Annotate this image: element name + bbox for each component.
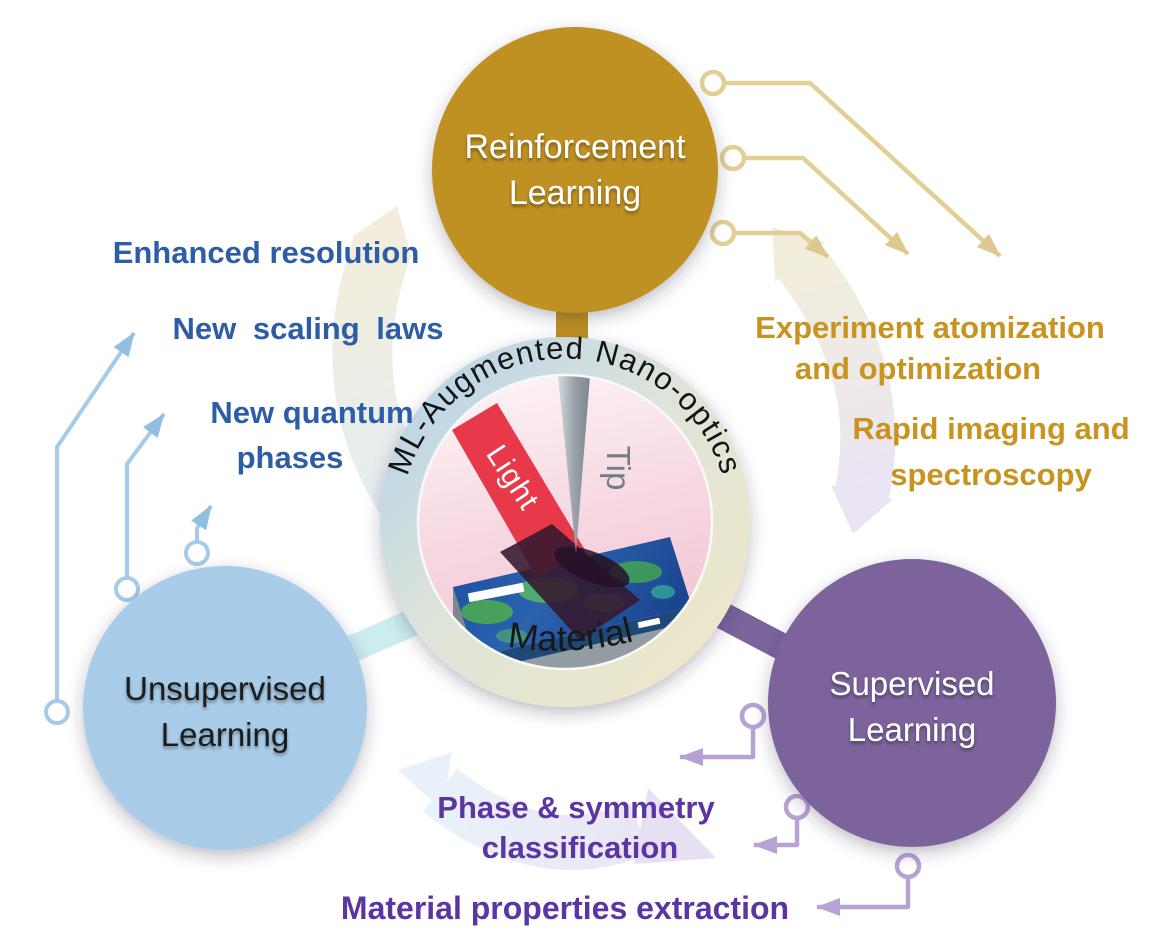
circuit-node-icon bbox=[894, 852, 922, 880]
experiment-label-line2: and optimization bbox=[795, 351, 1041, 386]
gold-circuit-arrow-3 bbox=[735, 230, 830, 259]
nano-optics-scene: Light Tip bbox=[452, 376, 692, 668]
circuit-node-icon bbox=[44, 699, 70, 725]
purple-circuit-arrow-3 bbox=[816, 877, 911, 916]
reinforcement-circle bbox=[432, 27, 718, 313]
purple-connector bbox=[709, 600, 799, 664]
reinforcement-learning-node: Reinforcement Learning bbox=[432, 27, 718, 313]
new-quantum-label-line1: New quantum bbox=[210, 395, 413, 430]
afm-tip-cone bbox=[558, 376, 590, 553]
beam-shadow bbox=[500, 524, 640, 640]
supervised-circle bbox=[768, 559, 1056, 847]
blue-circuit-arrow-2 bbox=[125, 412, 166, 578]
reinforcement-outcome-labels: Experiment atomization and optimization … bbox=[755, 310, 1129, 492]
unsupervised-label-line2: Learning bbox=[161, 716, 289, 753]
circuit-node-icon bbox=[114, 576, 140, 602]
hub-ring bbox=[380, 337, 750, 707]
front-face-mark bbox=[637, 617, 661, 629]
new-quantum-label-line2: phases bbox=[237, 440, 344, 475]
swoosh-arrowhead-right-icon bbox=[634, 788, 716, 864]
gold-circuit-arrow-1 bbox=[725, 80, 1002, 258]
gold-circuit-arrow-2 bbox=[745, 155, 910, 256]
blue-circuit-arrow-1 bbox=[55, 331, 136, 701]
supervised-label-line2: Learning bbox=[848, 711, 976, 748]
gold-circuit-arrows bbox=[699, 69, 1002, 259]
unsupervised-label-line1: Unsupervised bbox=[124, 670, 326, 707]
blue-circuit-arrows bbox=[44, 331, 213, 725]
central-hub: Light Tip ML-Augmented Nano-optics Mater… bbox=[380, 330, 750, 707]
circuit-node-icon bbox=[184, 540, 210, 566]
rapid-imaging-label-line2: spectroscopy bbox=[890, 457, 1092, 492]
unsupervised-learning-node: Unsupervised Learning bbox=[83, 566, 367, 850]
supervised-label-line1: Supervised bbox=[829, 665, 994, 702]
circuit-node-icon bbox=[699, 69, 727, 97]
tip-label: Tip bbox=[600, 446, 637, 491]
material-extraction-label: Material properties extraction bbox=[341, 890, 789, 926]
experiment-label-line1: Experiment atomization bbox=[755, 310, 1105, 345]
circuit-node-icon bbox=[719, 144, 747, 172]
swoosh-arrowhead-left-icon bbox=[398, 752, 452, 810]
hub-inner-rim bbox=[416, 373, 714, 671]
new-scaling-laws-label: New scaling laws bbox=[173, 311, 444, 346]
phase-symmetry-label-line1: Phase & symmetry bbox=[437, 790, 715, 825]
blue-circuit-arrow-3 bbox=[191, 504, 213, 542]
enhanced-resolution-label: Enhanced resolution bbox=[113, 235, 420, 270]
circuit-node-icon bbox=[709, 219, 737, 247]
swoosh-arrowhead-up-icon bbox=[352, 206, 412, 259]
swoosh-supervised-to-unsupervised bbox=[398, 752, 716, 870]
purple-circuit-arrows bbox=[679, 702, 922, 916]
reinforcement-label-line1: Reinforcement bbox=[464, 128, 686, 166]
circuit-node-icon bbox=[739, 702, 767, 730]
unsupervised-circle bbox=[83, 566, 367, 850]
swoosh-arrowhead-down-icon bbox=[831, 485, 893, 534]
phase-symmetry-label-line2: classification bbox=[482, 830, 678, 865]
circuit-node-icon bbox=[783, 793, 811, 821]
supervised-learning-node: Supervised Learning bbox=[768, 559, 1056, 847]
slab-front-gray-face bbox=[475, 622, 692, 668]
rapid-imaging-label-line1: Rapid imaging and bbox=[852, 411, 1129, 446]
purple-circuit-arrow-1 bbox=[679, 727, 756, 766]
scale-bar bbox=[467, 582, 525, 603]
slab-front-blue-layer bbox=[475, 607, 692, 668]
purple-circuit-arrow-2 bbox=[753, 818, 800, 854]
beam-spot-shadow bbox=[554, 546, 630, 588]
supervised-outcome-labels: Phase & symmetry classification Material… bbox=[341, 790, 789, 926]
reinforcement-label-line2: Learning bbox=[509, 174, 641, 212]
unsupervised-outcome-labels: Enhanced resolution New scaling laws New… bbox=[113, 235, 444, 475]
